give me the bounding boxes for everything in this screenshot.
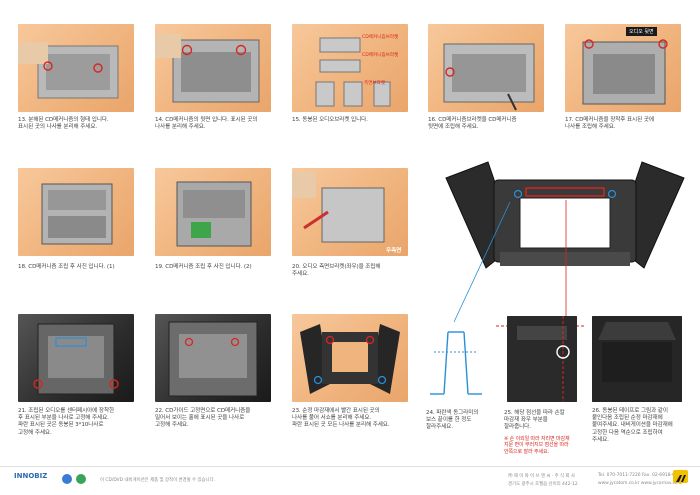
step-19-caption: 19. CD메커니즘 조립 후 사진 입니다. (2) [155, 264, 252, 270]
step-20-photo [292, 168, 408, 256]
footer-company: ㈜ 제 이 와 이 쓰 앤 씨 · 주 식 회 사 [508, 474, 575, 479]
footer-tel: Tel. 070-7011-7220 Fax. 02-6918-6619 [598, 473, 684, 478]
footer-address: 경기도 광주시 초월읍 산이리 442-12 [508, 482, 578, 487]
step-18-caption: 18. CD메커니즘 조립 후 사진 입니다. (1) [18, 264, 115, 270]
step-19-photo [155, 168, 271, 256]
step-23-photo [292, 314, 408, 402]
guide-line [453, 201, 511, 323]
footer: INNOBIZ 이 CD/DVD 내비게이션은 제품 및 장착이 변경될 수 있… [0, 466, 700, 495]
step-16-photo [428, 24, 544, 112]
step-13-caption: 13. 분해된 CD메커니즘의 형태 입니다.표시된 곳의 나사를 분리해 주세… [18, 117, 109, 131]
bracket-tag-b: CD메커니즘브라켓 [362, 53, 399, 58]
step-13-photo [18, 24, 134, 112]
step-17-photo [565, 24, 681, 112]
quality-badge-icon [76, 474, 86, 484]
footer-web: www.jycatom.co.kr www.jycarnav.co.kr [598, 481, 684, 486]
audio-back-tag: 오디오 뒷면 [626, 27, 657, 36]
step-24-diagram [428, 322, 484, 402]
step-21-photo [18, 314, 134, 402]
step-25-photo [507, 316, 577, 402]
step-18-photo [18, 168, 134, 256]
bracket-tag-a: CD메커니즘브라켓 [362, 35, 399, 40]
red-vertical-guide [565, 200, 567, 322]
bracket-tag-c: 측면브라켓 [364, 81, 386, 86]
certification-badge-icon [62, 474, 72, 484]
brand-logo-icon [673, 470, 688, 483]
center-fascia-illustration [436, 158, 694, 282]
innobiz-logo: INNOBIZ [14, 472, 48, 480]
step-26-photo [592, 316, 682, 402]
step-15-caption: 15. 동봉된 오디오브라켓 입니다. [292, 117, 368, 123]
step-14-photo [155, 24, 271, 112]
right-side-tag: 우측면 [386, 248, 402, 254]
step-22-photo [155, 314, 271, 402]
footer-disclaimer: 이 CD/DVD 내비게이션은 제품 및 장착이 변경될 수 있습니다. [100, 478, 216, 483]
step-15-photo [292, 24, 408, 112]
